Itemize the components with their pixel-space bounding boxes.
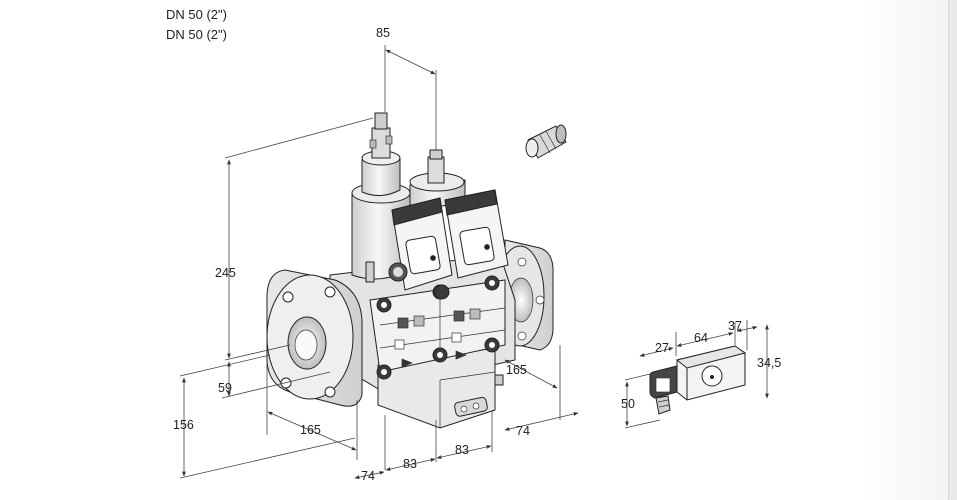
dim-165-right: 165 — [506, 363, 527, 377]
dimension-lines: 85 245 59 156 165 165 74 83 83 74 — [173, 26, 579, 483]
cable-gland — [525, 124, 567, 159]
connector-detail — [649, 345, 747, 415]
left-flange — [266, 269, 363, 407]
right-edge-panel — [948, 0, 957, 500]
connector-box-left — [388, 197, 453, 291]
dim-165-left: 165 — [300, 423, 321, 437]
dim-27: 27 — [655, 341, 669, 355]
product-title-line-1: DN 50 (2") — [166, 7, 227, 22]
dim-34-5: 34,5 — [757, 356, 781, 370]
dim-83-a: 83 — [403, 457, 417, 471]
dim-59: 59 — [218, 381, 232, 395]
dim-74-bottom: 74 — [361, 469, 375, 483]
dim-245: 245 — [215, 266, 236, 280]
dim-50: 50 — [621, 397, 635, 411]
connector-box-right — [434, 189, 509, 300]
pressure-ports — [394, 308, 481, 368]
dim-83-b: 83 — [455, 443, 469, 457]
connector-dimensions: 27 64 37 34,5 50 — [621, 319, 781, 429]
dim-85: 85 — [376, 26, 390, 40]
dim-156: 156 — [173, 418, 194, 432]
dim-37: 37 — [728, 319, 742, 333]
dim-64: 64 — [694, 331, 708, 345]
valve-assembly — [266, 112, 554, 429]
product-title-line-2: DN 50 (2") — [166, 27, 227, 42]
dim-74-right: 74 — [516, 424, 530, 438]
